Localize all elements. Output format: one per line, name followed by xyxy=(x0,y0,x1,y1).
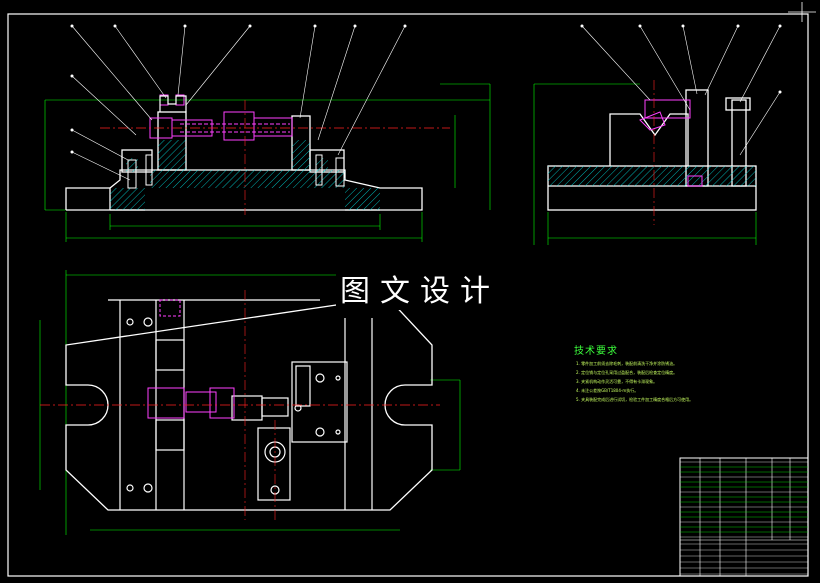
requirement-item: 5. 夹具装配完成后进行试切，检验工件加工精度合格后方可使用。 xyxy=(576,397,694,402)
technical-requirements-title: 技术要求 xyxy=(574,346,618,357)
watermark-text: 图文设计 xyxy=(336,274,504,310)
requirement-item: 2. 定位销与定位孔采用过盈配合，装配后检查定位精度。 xyxy=(576,370,678,375)
front-view xyxy=(44,24,491,242)
corner-crosshair xyxy=(788,2,816,22)
requirement-item: 4. 未注公差按GB/T1804-m执行。 xyxy=(576,388,639,393)
requirement-item: 1. 零件加工前须去除毛刺，装配前清洗干净并涂防锈油。 xyxy=(576,361,678,366)
title-block-rows xyxy=(680,461,808,575)
side-view xyxy=(533,24,782,245)
requirement-item: 3. 夹紧机构动作灵活可靠，不得有卡滞现象。 xyxy=(576,379,658,384)
drawing-frame xyxy=(7,13,809,577)
plan-view xyxy=(39,270,461,535)
